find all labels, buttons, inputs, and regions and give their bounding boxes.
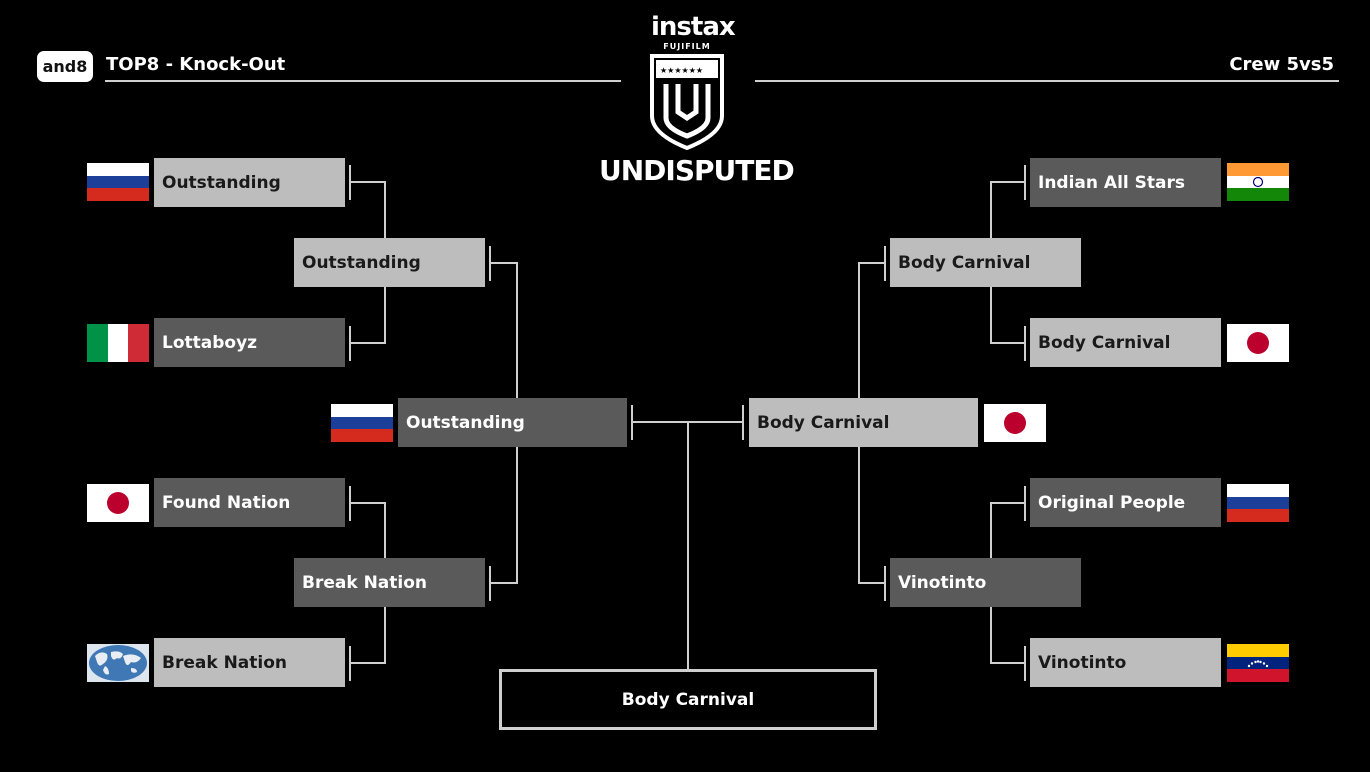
- category-label: Crew 5vs5: [1229, 54, 1334, 75]
- team-box-left-semi-2[interactable]: Break Nation: [294, 558, 485, 607]
- flag-russia-icon: [87, 163, 149, 201]
- team-box-right-r1-2[interactable]: Body Carnival: [1030, 318, 1221, 367]
- team-box-left-r1-3[interactable]: Found Nation: [154, 478, 345, 527]
- winner-box[interactable]: Body Carnival: [499, 669, 877, 730]
- team-box-left-r1-4[interactable]: Break Nation: [154, 638, 345, 687]
- flag-japan-icon: [1227, 324, 1289, 362]
- team-box-left-r1-2[interactable]: Lottaboyz: [154, 318, 345, 367]
- flag-italy-icon: [87, 324, 149, 362]
- team-box-right-r1-1[interactable]: Indian All Stars: [1030, 158, 1221, 207]
- flag-russia-icon: [1227, 484, 1289, 522]
- team-box-right-semi-2[interactable]: Vinotinto: [890, 558, 1081, 607]
- instax-logo: instax: [651, 12, 736, 42]
- header-divider-right: [755, 80, 1339, 82]
- team-box-right-r1-4[interactable]: Vinotinto: [1030, 638, 1221, 687]
- team-box-right-semi-1[interactable]: Body Carnival: [890, 238, 1081, 287]
- flag-india-icon: [1227, 163, 1289, 201]
- team-box-right-final[interactable]: Body Carnival: [749, 398, 978, 447]
- flag-venezuela-icon: [1227, 644, 1289, 682]
- team-box-left-semi-1[interactable]: Outstanding: [294, 238, 485, 287]
- team-box-left-r1-1[interactable]: Outstanding: [154, 158, 345, 207]
- world-map-icon: [87, 644, 149, 682]
- header-divider-left: [105, 80, 621, 82]
- undisputed-logo: UNDISPUTED: [599, 154, 795, 187]
- flag-russia-icon: [331, 404, 393, 442]
- flag-japan-icon: [984, 404, 1046, 442]
- and8-badge: and8: [37, 51, 93, 82]
- team-box-right-r1-3[interactable]: Original People: [1030, 478, 1221, 527]
- page-title: TOP8 - Knock-Out: [106, 54, 286, 75]
- svg-text:★★★★★★: ★★★★★★: [660, 66, 703, 75]
- flag-japan-icon: [87, 484, 149, 522]
- fujifilm-logo: FUJIFILM: [663, 42, 711, 51]
- team-box-left-final[interactable]: Outstanding: [398, 398, 627, 447]
- shield-logo-icon: ★★★★★★: [650, 54, 724, 150]
